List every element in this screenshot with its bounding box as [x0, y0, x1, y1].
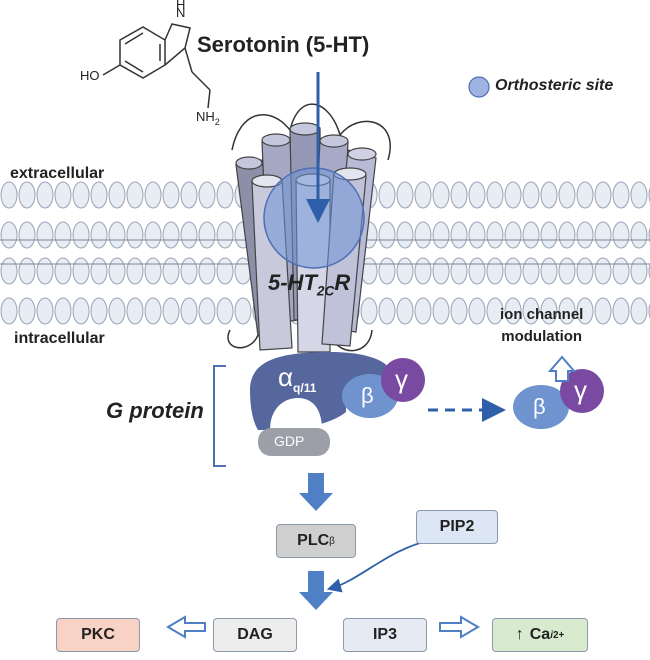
gdp-pocket: [270, 398, 322, 430]
gamma-free: [560, 369, 604, 413]
legend-circle: [468, 76, 490, 98]
mol-nh2-label: NH2: [196, 109, 220, 127]
serotonin-structure: [102, 23, 211, 109]
beta-free-label: β: [533, 394, 546, 419]
gamma-free-label: γ: [574, 375, 587, 405]
g-protein-label: G protein: [106, 398, 204, 423]
arrow-to-pkc: [166, 615, 206, 639]
extracellular-label: extracellular: [10, 165, 105, 182]
arrow-to-plc: [299, 473, 333, 511]
arrow-to-dag: [299, 571, 333, 610]
ion-channel-label: ion channel modulation: [500, 306, 584, 345]
receptor-label: 5-HT2CR: [268, 270, 351, 299]
dag-box: DAG: [213, 618, 297, 652]
alpha-label: αq/11: [278, 362, 317, 396]
legend-label: Orthosteric site: [495, 77, 614, 94]
ip3-box: IP3: [343, 618, 427, 652]
gamma-subunit: [381, 358, 425, 402]
gdp-shape: [258, 428, 330, 456]
orthosteric-site: [263, 167, 365, 269]
gdp-label: GDP: [274, 433, 305, 449]
beta-label: β: [361, 383, 374, 408]
intracellular-label: intracellular: [14, 330, 105, 347]
mol-ho-label: HO: [80, 68, 100, 83]
mol-h-label: H: [176, 0, 185, 12]
ion-channel-arrow: [547, 355, 577, 382]
g-protein-bracket: [213, 365, 226, 467]
beta-free: [513, 385, 569, 429]
arrow-to-ca: [439, 615, 480, 639]
pip2-box: PIP2: [416, 510, 498, 544]
mol-n-label: N: [176, 5, 185, 20]
title: Serotonin (5-HT): [197, 32, 370, 57]
pkc-box: PKC: [56, 618, 140, 652]
gamma-label: γ: [395, 364, 408, 394]
